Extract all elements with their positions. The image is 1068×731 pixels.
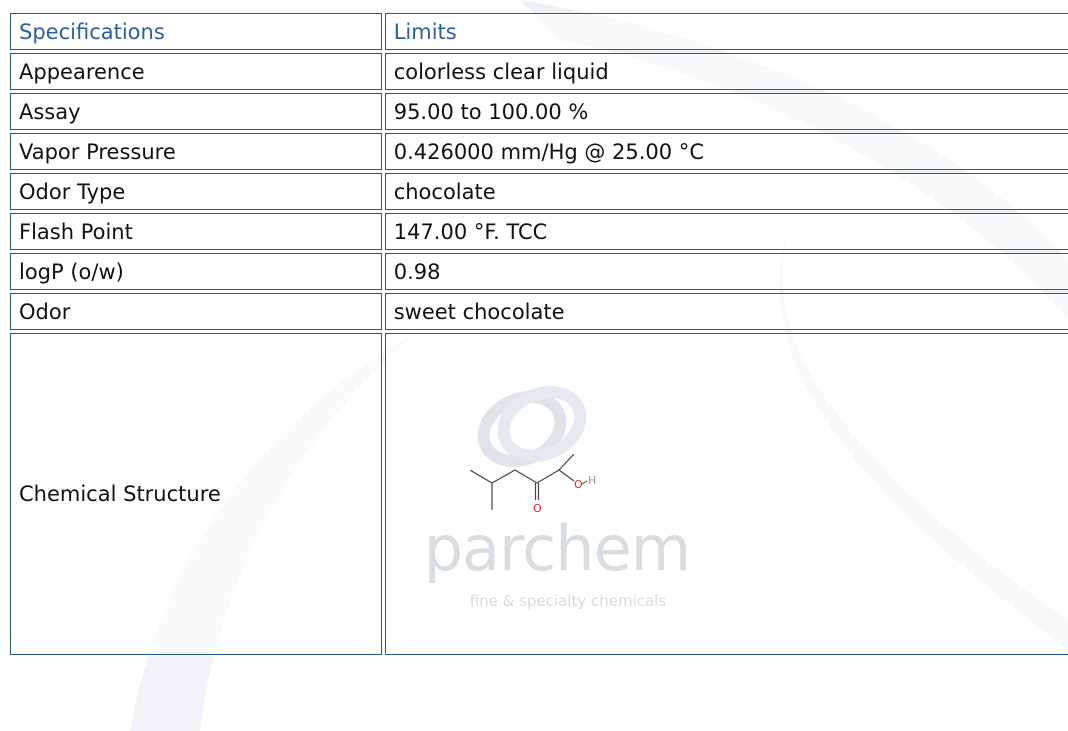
row-value: chocolate <box>384 173 1068 210</box>
row-value: 0.98 <box>384 253 1068 290</box>
atom-o-hydroxyl: O <box>574 478 583 491</box>
table-row-structure: Chemical Structure parchem fine & specia… <box>10 333 1068 655</box>
row-label: logP (o/w) <box>10 253 382 290</box>
row-label: Vapor Pressure <box>10 133 382 170</box>
row-value: sweet chocolate <box>384 293 1068 330</box>
watermark-brand: parchem <box>423 512 691 585</box>
parchem-logo-mark <box>477 385 587 468</box>
table-row: Assay 95.00 to 100.00 % <box>10 93 1068 130</box>
watermark-tagline: fine & specialty chemicals <box>469 592 667 610</box>
table-row: logP (o/w) 0.98 <box>10 253 1068 290</box>
structure-image: parchem fine & specialty chemicals <box>386 334 1068 654</box>
header-specifications: Specifications <box>10 13 382 50</box>
chemical-structure-cell: parchem fine & specialty chemicals <box>384 333 1068 655</box>
row-label: Assay <box>10 93 382 130</box>
header-limits: Limits <box>384 13 1068 50</box>
row-label: Chemical Structure <box>10 333 382 655</box>
row-value: 147.00 °F. TCC <box>384 213 1068 250</box>
table-row: Odor Type chocolate <box>10 173 1068 210</box>
table-row: Appearence colorless clear liquid <box>10 53 1068 90</box>
table-row: Odor sweet chocolate <box>10 293 1068 330</box>
atom-o-ketone: O <box>533 502 542 515</box>
row-label: Appearence <box>10 53 382 90</box>
molecule-diagram: O O H <box>469 454 596 515</box>
table-row: Vapor Pressure 0.426000 mm/Hg @ 25.00 °C <box>10 133 1068 170</box>
specifications-table: Specifications Limits Appearence colorle… <box>7 10 1068 658</box>
row-label: Odor Type <box>10 173 382 210</box>
row-label: Odor <box>10 293 382 330</box>
row-label: Flash Point <box>10 213 382 250</box>
row-value: 95.00 to 100.00 % <box>384 93 1068 130</box>
atom-h: H <box>588 474 596 487</box>
row-value: colorless clear liquid <box>384 53 1068 90</box>
table-header-row: Specifications Limits <box>10 13 1068 50</box>
table-row: Flash Point 147.00 °F. TCC <box>10 213 1068 250</box>
row-value: 0.426000 mm/Hg @ 25.00 °C <box>384 133 1068 170</box>
